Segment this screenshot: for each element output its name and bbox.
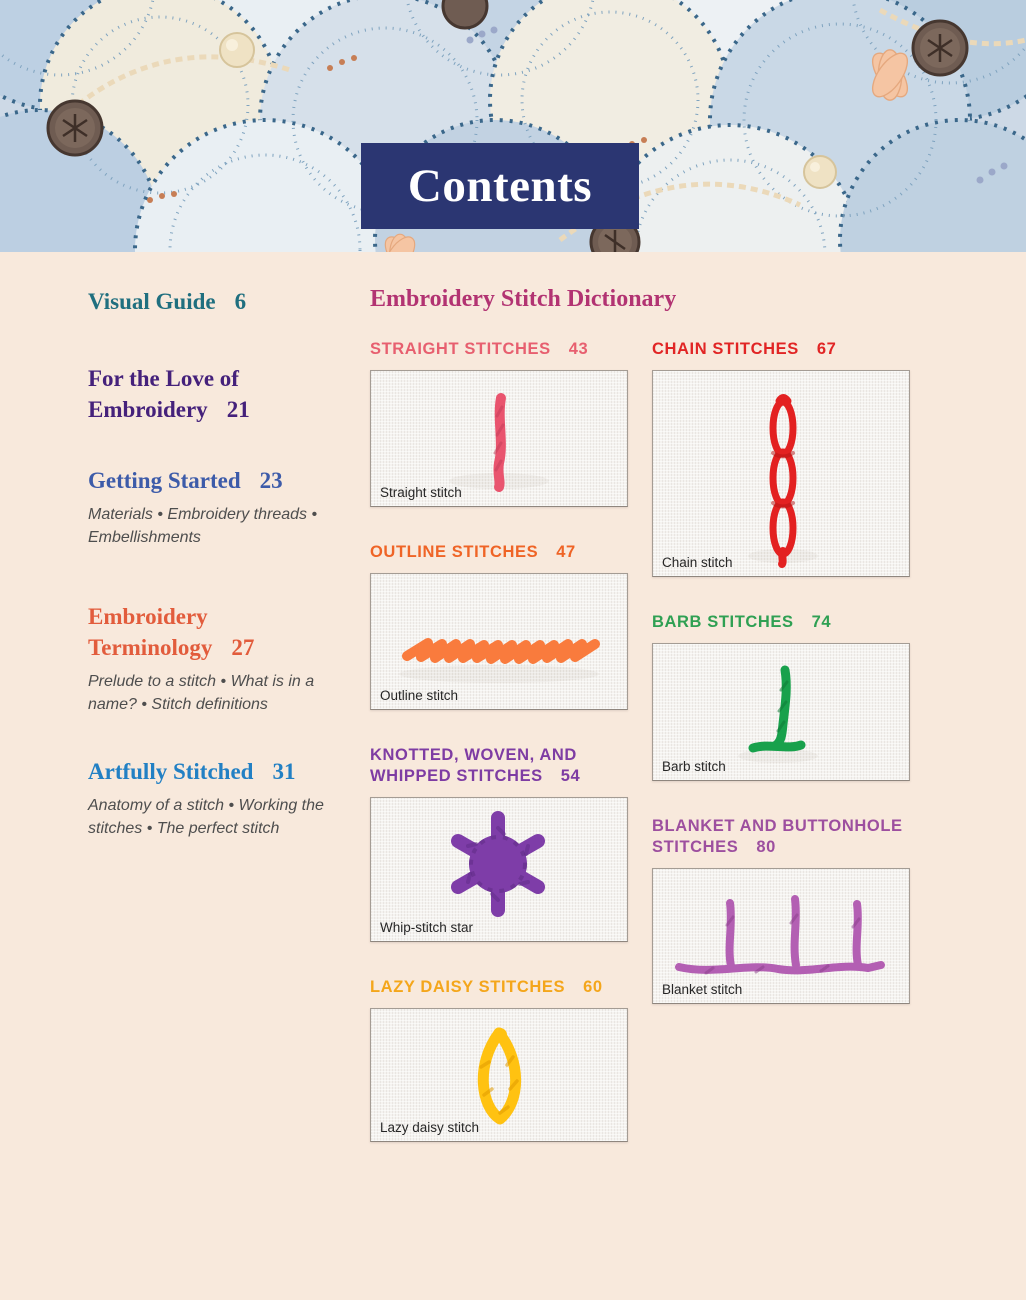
toc-page-number: 23 — [259, 468, 283, 494]
section-label: KNOTTED, WOVEN, AND WHIPPED STITCHES — [370, 745, 577, 786]
sample-caption: Outline stitch — [380, 687, 459, 703]
toc-entry-getting-started: Getting Started 23 Materials • Embroidery… — [88, 465, 328, 549]
blanket-stitch-image: Blanket stitch — [652, 868, 910, 1005]
section-label: BARB STITCHES — [652, 612, 794, 631]
section-page-number: 60 — [583, 978, 603, 997]
sample-caption: Straight stitch — [380, 484, 462, 500]
toc-page-number: 21 — [226, 397, 250, 423]
contents-banner: Contents — [361, 143, 639, 229]
cream-button-icon — [219, 32, 837, 189]
section-page-number: 43 — [568, 340, 589, 358]
table-of-contents: Visual Guide 6 For the Love of Embroidery… — [88, 286, 328, 889]
whip-stitch-star-image: Whip-stitch star — [370, 797, 628, 943]
sample-caption: Whip-stitch star — [380, 920, 474, 936]
lazy-daisy-stitch-image: Lazy daisy stitch — [370, 1007, 628, 1142]
section-label: OUTLINE STITCHES — [370, 542, 539, 561]
toc-entry-terminology: Embroidery Terminology 27 Prelude to a st… — [88, 601, 328, 716]
section-page-number: 47 — [556, 542, 576, 561]
toc-subtitle: Materials • Embroidery threads • Embelli… — [88, 506, 318, 547]
toc-title: Artfully Stitched — [88, 759, 254, 785]
dictionary-column-right: CHAIN STITCHES 67 — [652, 339, 910, 1177]
sample-caption: Chain stitch — [662, 554, 733, 570]
section-label: LAZY DAISY STITCHES — [370, 978, 566, 997]
section-label: STRAIGHT STITCHES — [370, 340, 551, 358]
toc-entry-artfully-stitched: Artfully Stitched 31 Anatomy of a stitch … — [88, 756, 328, 840]
section-page-number: 54 — [560, 767, 581, 786]
toc-title: Embroidery Terminology — [88, 604, 213, 661]
toc-page-number: 6 — [234, 289, 247, 314]
section-page-number: 67 — [816, 340, 837, 358]
sample-caption: Lazy daisy stitch — [380, 1119, 480, 1135]
toc-subtitle: Prelude to a stitch • What is in a name?… — [88, 673, 315, 714]
section-straight-stitches: STRAIGHT STITCHES 43 Straight stitch — [370, 339, 628, 507]
toc-title: For the Love of Embroidery — [88, 366, 239, 423]
section-barb-stitches: BARB STITCHES 74 Barb stitch — [652, 612, 910, 781]
barb-stitch-image: Barb stitch — [652, 642, 910, 781]
straight-stitch-image: Straight stitch — [370, 369, 628, 507]
toc-entry-visual-guide: Visual Guide 6 — [88, 286, 328, 317]
dictionary-column-left: STRAIGHT STITCHES 43 Straight stitch — [370, 339, 628, 1177]
page-title: Contents — [407, 160, 593, 212]
section-chain-stitches: CHAIN STITCHES 67 — [652, 339, 910, 577]
dictionary-title: Embroidery Stitch Dictionary — [370, 286, 677, 312]
chain-stitch-image: Chain stitch — [652, 369, 910, 577]
flower-motif — [384, 49, 909, 252]
section-page-number: 74 — [811, 612, 832, 631]
toc-page-number: 31 — [272, 759, 296, 785]
stitch-dictionary: Embroidery Stitch Dictionary STRAIGHT ST… — [370, 286, 930, 1177]
outline-stitch-image: Outline stitch — [370, 572, 628, 710]
toc-title: Getting Started — [88, 468, 241, 494]
sample-caption: Blanket stitch — [662, 982, 743, 998]
toc-subtitle: Anatomy of a stitch • Working the stitch… — [88, 797, 324, 838]
section-label: BLANKET AND BUTTONHOLE STITCHES — [652, 816, 903, 857]
sample-caption: Barb stitch — [662, 758, 726, 774]
toc-page-number: 27 — [231, 635, 255, 661]
section-lazy-daisy-stitches: LAZY DAISY STITCHES 60 Lazy daisy stitch — [370, 977, 628, 1142]
section-outline-stitches: OUTLINE STITCHES 47 Outline stitch — [370, 542, 628, 710]
section-label: CHAIN STITCHES — [652, 340, 799, 358]
toc-title: Visual Guide — [88, 289, 216, 314]
section-page-number: 80 — [756, 838, 776, 857]
